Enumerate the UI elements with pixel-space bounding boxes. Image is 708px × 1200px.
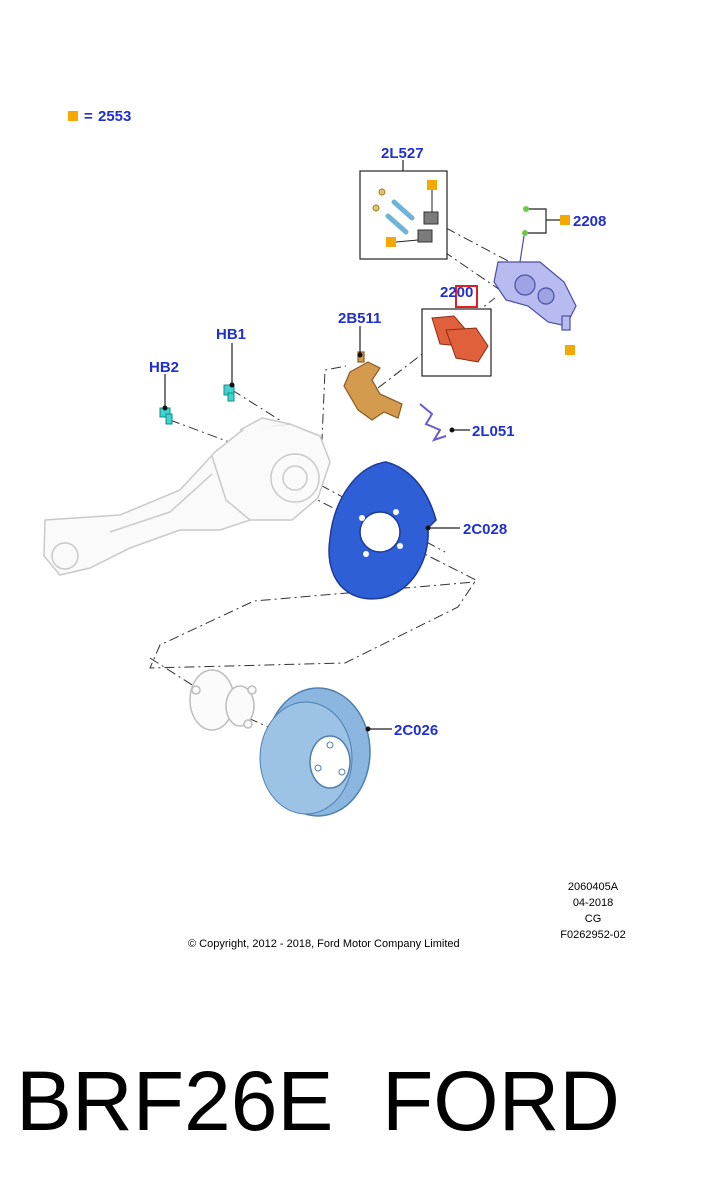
leader-lines <box>164 160 470 730</box>
highlight-box <box>455 285 478 308</box>
kit-box-2L527 <box>359 170 448 260</box>
hub-part <box>189 669 257 731</box>
callout-2208-bracket <box>525 208 560 234</box>
kit-marker-icon <box>427 180 437 190</box>
callout-2L051: 2L051 <box>472 423 515 440</box>
marker-2208-icon <box>560 215 570 225</box>
legend-marker-icon <box>68 111 78 121</box>
callout-2L527: 2L527 <box>381 145 424 162</box>
spring-part <box>419 403 447 442</box>
marker-caliper-icon <box>565 345 575 355</box>
legend: = 2553 <box>68 108 131 125</box>
pads-box-2200 <box>421 285 492 377</box>
caption-part-number: BRF26E <box>16 1054 333 1148</box>
callout-HB1: HB1 <box>216 326 246 343</box>
caliper-part <box>493 235 577 331</box>
copyright: © Copyright, 2012 - 2018, Ford Motor Com… <box>188 938 460 950</box>
legend-code: 2553 <box>98 108 131 125</box>
callout-2200: 2200 <box>440 284 473 301</box>
shield-part <box>328 461 437 600</box>
info-line-2: 04-2018 <box>573 897 613 909</box>
legend-equals: = <box>84 108 93 125</box>
info-line-3: CG <box>585 913 602 925</box>
caption-brand: FORD <box>382 1054 620 1148</box>
bracket-part <box>343 351 403 421</box>
kit-marker-icon-2 <box>386 237 396 247</box>
disc-part <box>259 687 371 817</box>
callout-HB2: HB2 <box>149 359 179 376</box>
bolt-parts <box>159 384 235 425</box>
knuckle-trailing-arm <box>43 417 331 576</box>
info-line-4: F0262952-02 <box>560 929 625 941</box>
callout-2B511: 2B511 <box>338 310 381 327</box>
info-line-1: 2060405A <box>568 881 619 893</box>
info-block: 2060405A 04-2018 CG F0262952-02 <box>560 881 625 941</box>
callout-2C026: 2C026 <box>394 722 438 739</box>
callout-2208: 2208 <box>573 213 606 230</box>
callout-2C028: 2C028 <box>463 521 507 538</box>
